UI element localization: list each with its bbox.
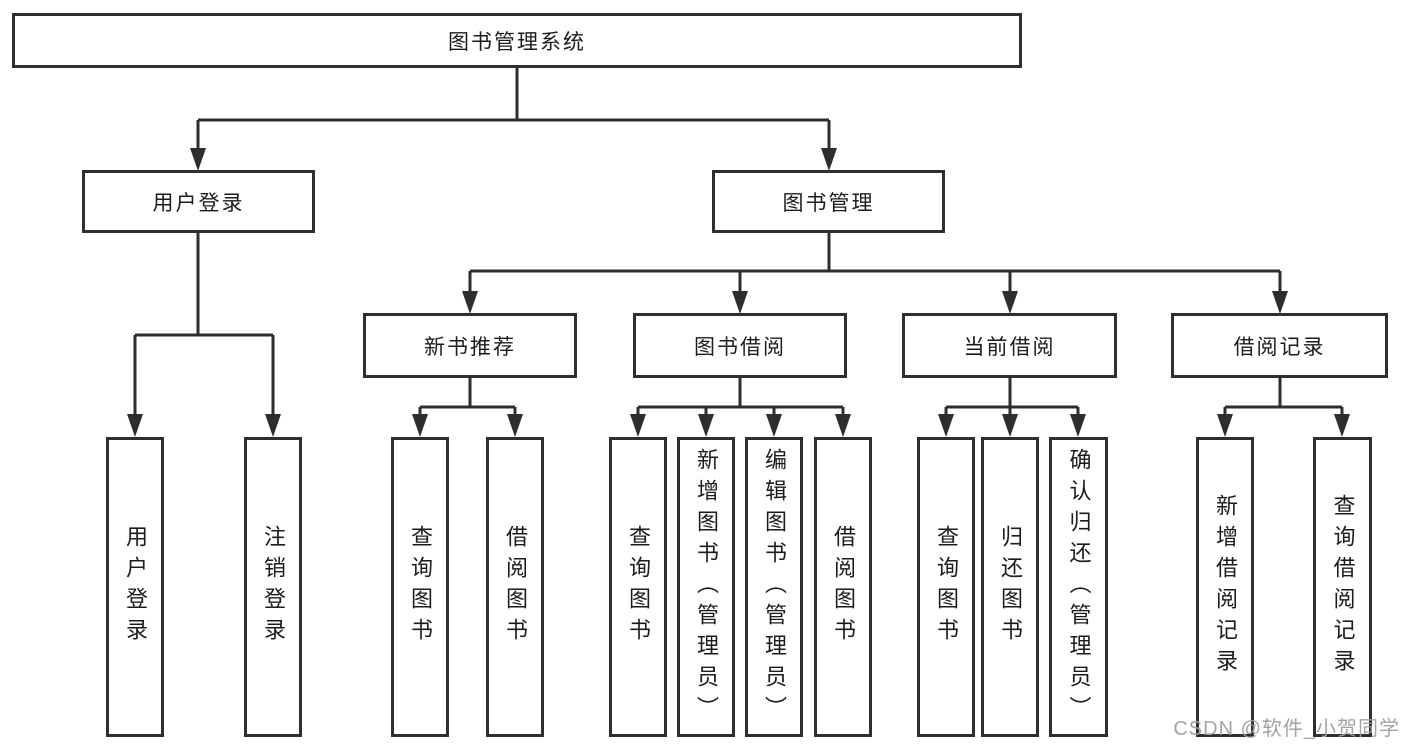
node-add-book-admin-label: 新增图书（管理员） [694,447,719,727]
node-query-book-3-label: 查询图书 [934,525,959,649]
node-user-login-child-label: 用户登录 [123,525,148,649]
node-root: 图书管理系统 [12,13,1022,68]
node-edit-book-admin-label: 编辑图书（管理员） [762,447,787,727]
node-borrow-book-2-label: 借阅图书 [831,525,856,649]
node-logout: 注销登录 [244,437,302,737]
node-query-book-2-label: 查询图书 [626,525,651,649]
node-query-book-1: 查询图书 [391,437,449,737]
node-new-book-recommend: 新书推荐 [363,313,577,378]
node-borrow-records-label: 借阅记录 [1233,335,1326,359]
node-query-borrow-record: 查询借阅记录 [1313,437,1372,737]
node-user-login-label: 用户登录 [152,191,245,215]
node-add-book-admin: 新增图书（管理员） [677,437,735,737]
node-confirm-return-admin-label: 确认归还（管理员） [1066,447,1092,727]
node-confirm-return-admin: 确认归还（管理员） [1049,437,1108,737]
node-query-borrow-record-label: 查询借阅记录 [1330,494,1356,680]
node-book-borrow: 图书借阅 [633,313,847,378]
node-user-login: 用户登录 [82,170,315,233]
node-new-book-recommend-label: 新书推荐 [424,335,516,359]
node-return-book: 归还图书 [981,437,1039,737]
node-query-book-1-label: 查询图书 [408,525,433,649]
csdn-watermark: CSDN @软件_小贺同学 [1173,718,1400,740]
node-logout-label: 注销登录 [261,525,286,649]
node-borrow-book-1-label: 借阅图书 [503,525,528,649]
node-borrow-book-2: 借阅图书 [814,437,872,737]
connector-arrowheads [127,148,1350,437]
node-book-borrow-label: 图书借阅 [694,335,786,359]
node-add-borrow-record-label: 新增借阅记录 [1213,494,1238,680]
node-book-management: 图书管理 [712,170,945,233]
node-borrow-records: 借阅记录 [1171,313,1388,378]
node-book-management-label: 图书管理 [782,191,875,215]
node-edit-book-admin: 编辑图书（管理员） [745,437,803,737]
node-current-borrow-label: 当前借阅 [963,335,1056,359]
node-borrow-book-1: 借阅图书 [486,437,544,737]
node-return-book-label: 归还图书 [998,525,1023,649]
node-current-borrow: 当前借阅 [902,313,1117,378]
node-user-login-child: 用户登录 [106,437,164,737]
node-root-label: 图书管理系统 [448,30,586,54]
node-query-book-2: 查询图书 [609,437,667,737]
node-query-book-3: 查询图书 [917,437,975,737]
node-add-borrow-record: 新增借阅记录 [1196,437,1254,737]
